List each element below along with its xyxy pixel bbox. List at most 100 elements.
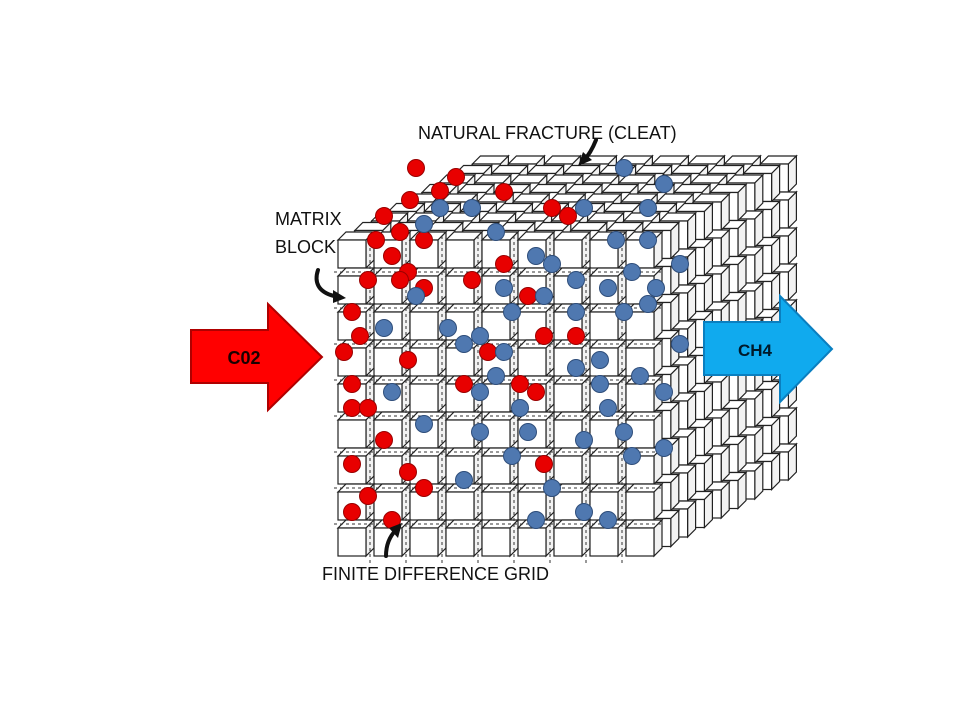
- co2-molecule: [519, 287, 537, 305]
- ch4-molecule: [575, 431, 593, 449]
- grid-cell: [444, 482, 484, 522]
- natural-fracture-label: NATURAL FRACTURE (CLEAT): [418, 123, 677, 143]
- ch4-molecule: [639, 295, 657, 313]
- ch4-molecule: [439, 319, 457, 337]
- ch4-molecule: [487, 223, 505, 241]
- inlet-arrow-label: C02: [227, 348, 260, 368]
- ch4-molecule: [375, 319, 393, 337]
- ch4-molecule: [655, 175, 673, 193]
- ch4-molecule: [615, 159, 633, 177]
- outlet-arrow-label: CH4: [738, 341, 773, 360]
- co2-molecule: [351, 327, 369, 345]
- ch4-molecule: [615, 423, 633, 441]
- grid-pointer-arrow: [384, 523, 402, 558]
- ch4-molecule: [543, 255, 561, 273]
- ch4-molecule: [647, 279, 665, 297]
- matrix-block-label-line1: MATRIX: [275, 209, 342, 229]
- ch4-molecule: [575, 199, 593, 217]
- grid-cell: [408, 302, 448, 342]
- ch4-molecule: [535, 287, 553, 305]
- ch4-molecule: [567, 359, 585, 377]
- grid-cell: [408, 518, 448, 558]
- co2-molecule: [415, 479, 433, 497]
- ch4-molecule: [471, 383, 489, 401]
- grid-cell: [480, 518, 520, 558]
- ch4-molecule: [503, 447, 521, 465]
- co2-molecule: [401, 191, 419, 209]
- co2-molecule: [359, 399, 377, 417]
- grid-cell: [552, 518, 592, 558]
- co2-molecule: [343, 303, 361, 321]
- ch4-molecule: [455, 335, 473, 353]
- grid-cell: [408, 374, 448, 414]
- ch4-molecule: [655, 439, 673, 457]
- co2-molecule: [399, 463, 417, 481]
- ch4-molecule: [639, 231, 657, 249]
- grid-cell: [444, 230, 484, 270]
- grid-cell: [552, 374, 592, 414]
- ch4-molecule: [575, 503, 593, 521]
- ch4-molecule: [415, 215, 433, 233]
- co2-molecule: [431, 182, 449, 200]
- ch4-molecules: [375, 159, 689, 529]
- matrix-block-label-line2: BLOCK: [275, 237, 337, 257]
- co2-molecules: [335, 159, 585, 529]
- ch4-molecule: [519, 423, 537, 441]
- ch4-molecule: [511, 399, 529, 417]
- ch4-molecule: [591, 375, 609, 393]
- ch4-molecule: [599, 511, 617, 529]
- co2-molecule: [375, 207, 393, 225]
- co2-molecule: [375, 431, 393, 449]
- co2-molecule: [535, 455, 553, 473]
- co2-inlet-arrow: C02: [190, 301, 324, 413]
- grid-cell: [408, 338, 448, 378]
- ch4-molecule: [567, 271, 585, 289]
- grid-cell: [336, 410, 376, 450]
- ch4-molecule: [383, 383, 401, 401]
- ch4-molecule: [671, 335, 689, 353]
- co2-molecule: [391, 271, 409, 289]
- co2-molecule: [407, 159, 425, 177]
- ch4-molecule: [591, 351, 609, 369]
- co2-molecule: [527, 383, 545, 401]
- grid-cell: [624, 518, 664, 558]
- co2-molecule: [415, 231, 433, 249]
- grid-cell: [408, 446, 448, 486]
- ch4-molecule: [543, 479, 561, 497]
- ch4-molecule: [607, 231, 625, 249]
- co2-molecule: [359, 487, 377, 505]
- co2-molecule: [383, 247, 401, 265]
- ch4-molecule: [503, 303, 521, 321]
- co2-molecule: [463, 271, 481, 289]
- ch4-molecule: [655, 383, 673, 401]
- grid-cell: [552, 446, 592, 486]
- co2-molecule: [511, 375, 529, 393]
- cleat-pointer-arrow: [578, 138, 598, 166]
- co2-molecule: [335, 343, 353, 361]
- grid-cell: [336, 518, 376, 558]
- co2-molecule: [359, 271, 377, 289]
- ch4-molecule: [471, 327, 489, 345]
- ch4-molecule: [623, 263, 641, 281]
- co2-molecule: [367, 231, 385, 249]
- co2-molecule: [479, 343, 497, 361]
- grid-cell: [480, 482, 520, 522]
- grid-cell: [444, 518, 484, 558]
- co2-molecule: [343, 375, 361, 393]
- co2-molecule: [495, 183, 513, 201]
- co2-molecule: [543, 199, 561, 217]
- ch4-molecule: [615, 303, 633, 321]
- ch4-molecule: [415, 415, 433, 433]
- co2-molecule: [535, 327, 553, 345]
- grid-cell: [588, 446, 628, 486]
- co2-molecule: [391, 223, 409, 241]
- grid-cell: [336, 230, 376, 270]
- ch4-molecule: [527, 247, 545, 265]
- grid-cell: [624, 482, 664, 522]
- ch4-molecule: [639, 199, 657, 217]
- co2-molecule: [495, 255, 513, 273]
- ch4-molecule: [495, 343, 513, 361]
- matrix-block-pointer-arrow: [314, 268, 346, 303]
- ch4-molecule: [567, 303, 585, 321]
